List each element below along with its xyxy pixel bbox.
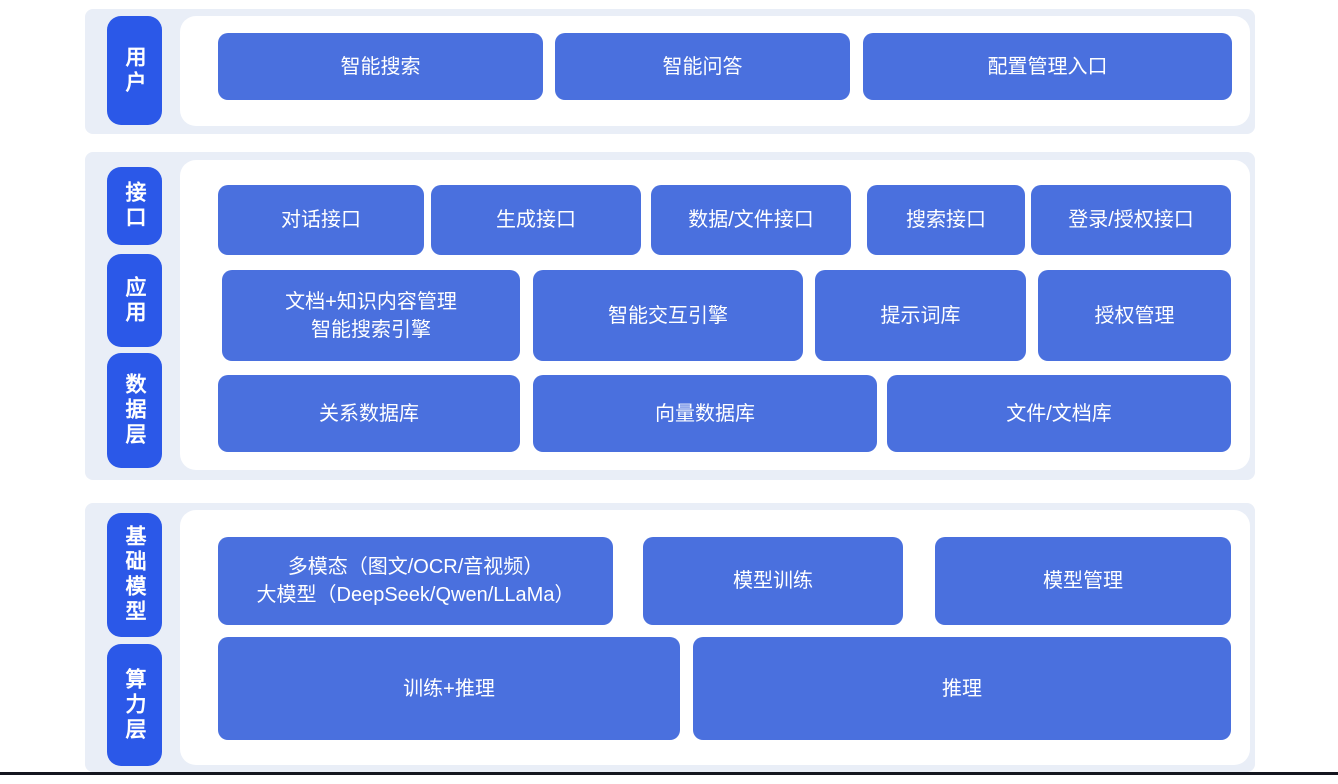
block-label: 智能交互引擎 xyxy=(608,304,728,327)
block-doc-knowledge-search-engine: 文档+知识内容管理 智能搜索引擎 xyxy=(222,270,520,361)
block-smart-qa: 智能问答 xyxy=(555,33,850,100)
block-search-api: 搜索接口 xyxy=(867,185,1025,255)
block-label: 模型管理 xyxy=(1043,570,1123,592)
block-smart-search: 智能搜索 xyxy=(218,33,543,100)
block-label: 智能搜索 xyxy=(340,55,421,78)
block-label: 推理 xyxy=(942,677,982,700)
block-config-management-entry: 配置管理入口 xyxy=(863,33,1232,100)
block-auth-management: 授权管理 xyxy=(1038,270,1231,361)
layer-label-interface: 接口 xyxy=(107,167,162,245)
block-file-doc-db: 文件/文档库 xyxy=(887,375,1231,452)
block-label: 关系数据库 xyxy=(319,402,419,425)
block-label: 智能问答 xyxy=(662,55,743,78)
layer-label-compute: 算力层 xyxy=(107,644,162,766)
block-label-line2: 智能搜索引擎 xyxy=(311,318,431,341)
block-label: 向量数据库 xyxy=(655,402,755,425)
layer-label-data: 数据层 xyxy=(107,353,162,468)
block-label: 数据/文件接口 xyxy=(688,209,814,231)
block-vector-db: 向量数据库 xyxy=(533,375,877,452)
layer-label-application: 应用 xyxy=(107,254,162,347)
block-interactive-engine: 智能交互引擎 xyxy=(533,270,803,361)
block-label: 搜索接口 xyxy=(906,209,986,231)
block-data-file-api: 数据/文件接口 xyxy=(651,185,851,255)
block-label: 模型训练 xyxy=(733,570,813,592)
block-relational-db: 关系数据库 xyxy=(218,375,520,452)
block-label: 文件/文档库 xyxy=(1006,402,1112,425)
block-label: 授权管理 xyxy=(1094,304,1175,327)
block-dialog-api: 对话接口 xyxy=(218,185,424,255)
bottom-border-line xyxy=(0,772,1338,775)
block-training-inference: 训练+推理 xyxy=(218,637,680,740)
block-label: 生成接口 xyxy=(496,209,576,231)
block-login-auth-api: 登录/授权接口 xyxy=(1031,185,1231,255)
layer-label-user: 用户 xyxy=(107,16,162,125)
block-model-training: 模型训练 xyxy=(643,537,903,625)
block-model-management: 模型管理 xyxy=(935,537,1231,625)
block-generation-api: 生成接口 xyxy=(431,185,641,255)
block-label: 对话接口 xyxy=(281,209,361,231)
block-label: 提示词库 xyxy=(880,304,961,327)
block-label-line1: 多模态（图文/OCR/音视频） xyxy=(287,556,544,578)
block-label: 登录/授权接口 xyxy=(1068,209,1194,231)
block-label-line1: 文档+知识内容管理 xyxy=(285,290,457,313)
block-inference: 推理 xyxy=(693,637,1231,740)
block-label: 配置管理入口 xyxy=(987,55,1108,78)
block-label-line2: 大模型（DeepSeek/Qwen/LLaMa） xyxy=(256,584,575,606)
block-prompt-library: 提示词库 xyxy=(815,270,1026,361)
block-multimodal-llm: 多模态（图文/OCR/音视频） 大模型（DeepSeek/Qwen/LLaMa） xyxy=(218,537,613,625)
block-label: 训练+推理 xyxy=(403,677,495,700)
layer-label-base-model: 基础模型 xyxy=(107,513,162,637)
